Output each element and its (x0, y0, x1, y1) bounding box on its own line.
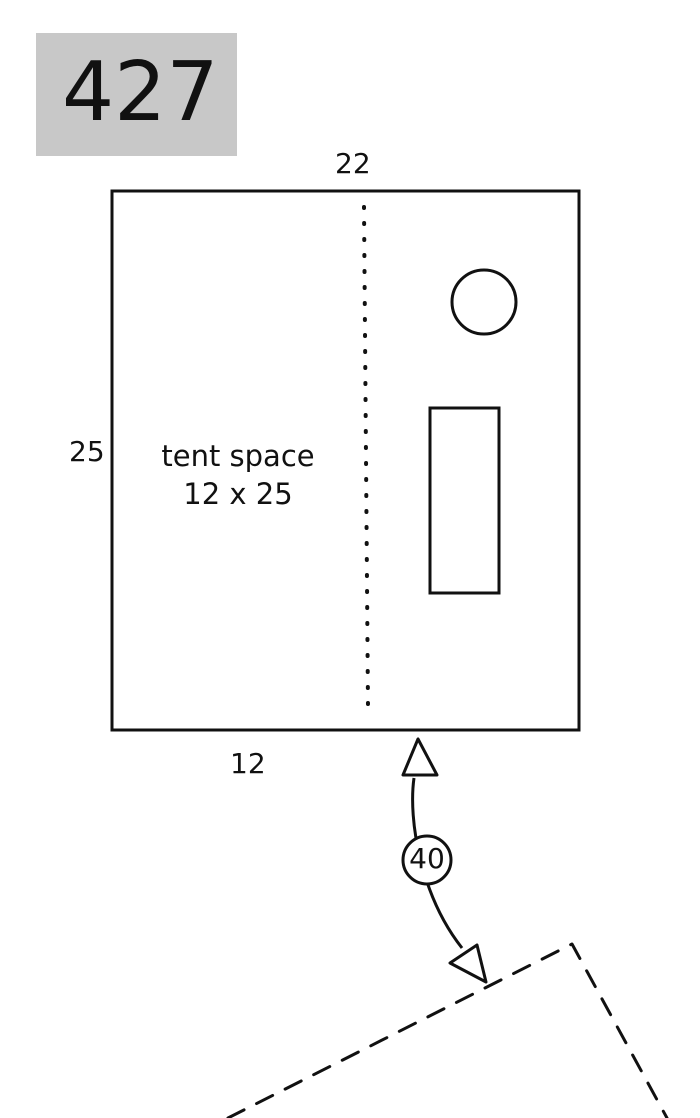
tent-space-title: tent space (161, 439, 315, 473)
tent-space-label: tent space 12 x 25 (150, 437, 326, 513)
top-dimension-label: 22 (335, 147, 371, 180)
up-arrowhead-icon (401, 737, 439, 777)
site-boundary (110, 189, 581, 732)
tent-space-divider (362, 205, 370, 709)
parking-area-outline (226, 942, 669, 1118)
tent-space-size: 12 x 25 (183, 477, 293, 511)
site-number-badge (36, 33, 237, 156)
bottom-dimension-label: 12 (230, 747, 266, 780)
distance-marker (401, 834, 453, 886)
site-number: 427 (62, 45, 219, 140)
left-dimension-label: 25 (69, 435, 105, 468)
down-arrowhead-icon (448, 943, 488, 984)
fire-ring (450, 268, 518, 336)
picnic-table (428, 406, 501, 595)
distance-label: 40 (409, 842, 445, 875)
